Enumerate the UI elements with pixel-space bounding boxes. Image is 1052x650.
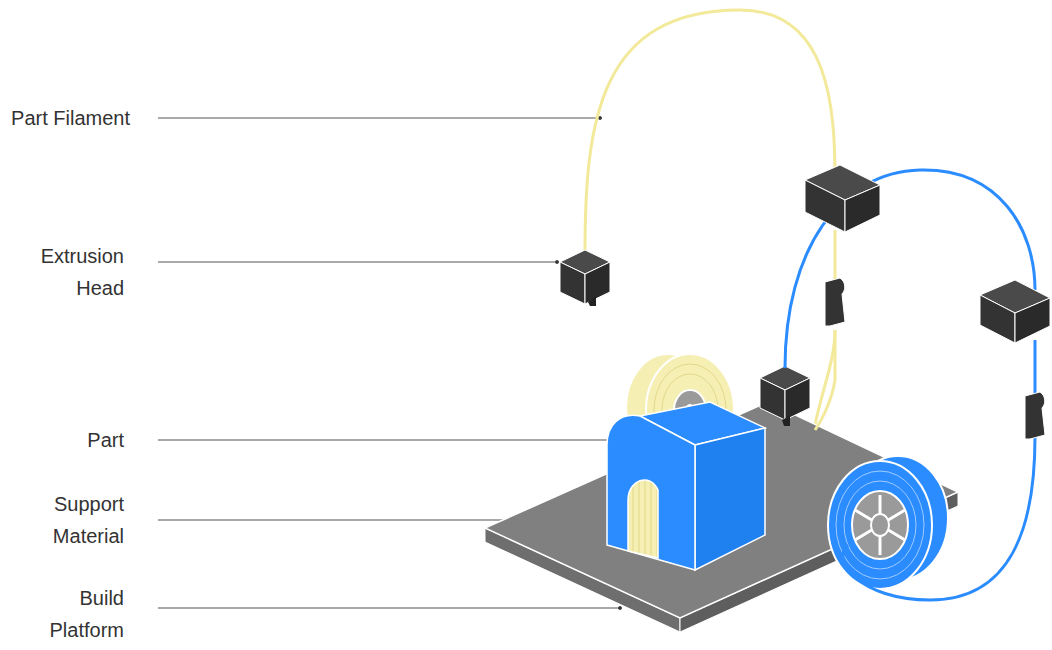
support-drive-motor bbox=[980, 280, 1050, 343]
extrusion-head-label: Extrusion Head bbox=[4, 240, 124, 304]
build-platform-label: Build Platform bbox=[4, 582, 124, 646]
part-idler bbox=[825, 278, 845, 326]
support-extrusion-head bbox=[760, 366, 810, 426]
support-material-label: Support Material bbox=[4, 488, 124, 552]
build-platform bbox=[485, 402, 958, 632]
part-label: Part bbox=[4, 424, 124, 456]
support-idler bbox=[1025, 392, 1045, 439]
part-filament-label: Part Filament bbox=[10, 102, 130, 134]
part-drive-motor bbox=[805, 165, 880, 232]
support-filament bbox=[785, 170, 1035, 368]
support-material bbox=[628, 480, 658, 558]
part bbox=[607, 402, 765, 570]
part-extrusion-head bbox=[560, 250, 610, 306]
